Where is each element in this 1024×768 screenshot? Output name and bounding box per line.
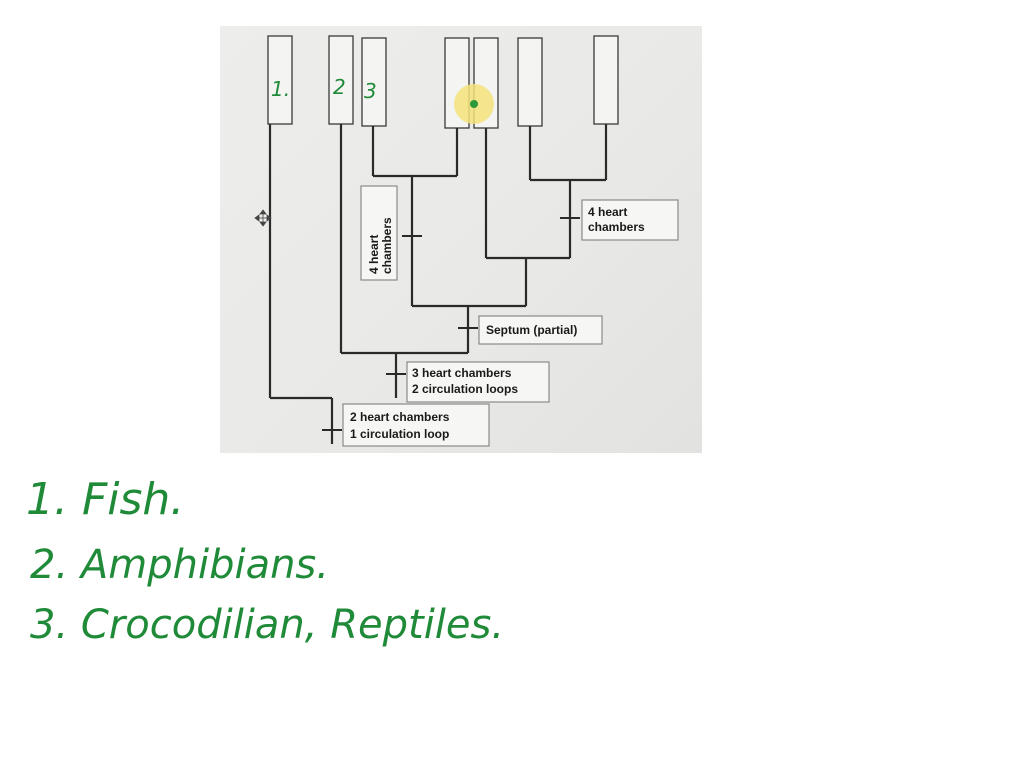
four-chambers-vertical-line2: chambers <box>380 217 394 274</box>
box-label-2: 2 <box>333 75 346 99</box>
trait-box-septum <box>478 315 603 345</box>
three-chambers-line2: 2 circulation loops <box>412 382 518 396</box>
taxon-box-3 <box>361 37 387 127</box>
four-chambers-vertical-line1: 4 heart <box>367 235 381 274</box>
note-line-fish: 1. Fish. <box>26 474 184 525</box>
trait-box-3-chambers <box>406 361 550 403</box>
move-cursor-icon <box>254 209 272 227</box>
two-chambers-line1: 2 heart chambers <box>350 410 450 424</box>
three-chambers-line1: 3 heart chambers <box>412 366 512 380</box>
two-chambers-line2: 1 circulation loop <box>350 427 449 441</box>
trait-box-4-chambers-right <box>581 199 679 241</box>
cladogram-photo: 2 heart chambers 1 circulation loop 3 he… <box>220 26 702 453</box>
taxon-box-7 <box>593 35 619 125</box>
trait-box-2-chambers <box>342 403 490 447</box>
four-chambers-right-line1: 4 heart <box>588 205 627 219</box>
cladogram: 2 heart chambers 1 circulation loop 3 he… <box>254 35 679 447</box>
box-label-1: 1. <box>271 77 290 101</box>
taxon-box-1 <box>267 35 293 125</box>
trait-ticks <box>322 217 580 431</box>
note-line-reptiles: 3. Crocodilian, Reptiles. <box>30 602 504 648</box>
box-label-3: 3 <box>364 79 377 103</box>
note-line-amphibians: 2. Amphibians. <box>30 542 329 588</box>
cursor-dot <box>470 100 478 108</box>
four-chambers-right-line2: chambers <box>588 220 645 234</box>
septum-label: Septum (partial) <box>486 323 577 337</box>
taxon-box-2 <box>328 35 354 125</box>
tree-branches <box>268 124 608 444</box>
trait-box-4-chambers-vertical <box>360 185 398 281</box>
